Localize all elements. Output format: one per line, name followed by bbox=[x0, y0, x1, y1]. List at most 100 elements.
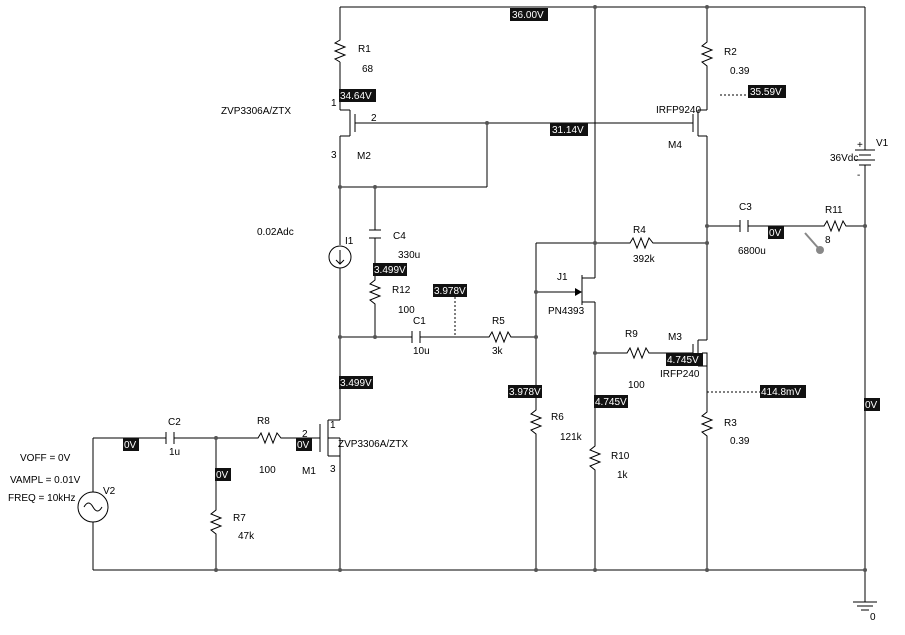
m2-pin3: 3 bbox=[331, 150, 337, 161]
r3-value: 0.39 bbox=[730, 436, 750, 447]
svg-text:36.00V: 36.00V bbox=[512, 10, 544, 21]
voltage-marker: 31.14V bbox=[550, 123, 588, 136]
voltage-markers: 36.00V 34.64V 31.14V 35.59V 3.499V 3.978… bbox=[123, 8, 880, 481]
r9-resistor bbox=[625, 346, 651, 360]
r9-label: R9 bbox=[625, 329, 638, 340]
c4-value: 330u bbox=[398, 250, 420, 261]
r11-resistor bbox=[822, 219, 848, 233]
junctions bbox=[214, 5, 867, 572]
r7-value: 47k bbox=[238, 531, 255, 542]
svg-text:0V: 0V bbox=[216, 470, 229, 481]
m3-part: IRFP240 bbox=[660, 369, 700, 380]
m2-label: M2 bbox=[357, 151, 371, 162]
v2-freq: FREQ = 10kHz bbox=[8, 493, 76, 504]
m1-pin1: 1 bbox=[330, 420, 336, 431]
m4-mosfet bbox=[692, 109, 707, 137]
r1-value: 68 bbox=[362, 64, 374, 75]
r12-resistor bbox=[368, 278, 382, 306]
c1-capacitor bbox=[411, 331, 421, 343]
r5-label: R5 bbox=[492, 316, 505, 327]
r11-label: R11 bbox=[825, 205, 843, 216]
r12-label: R12 bbox=[392, 285, 411, 296]
voltage-marker: 3.978V bbox=[508, 385, 542, 398]
c3-value: 6800u bbox=[738, 246, 766, 257]
i1-label: I1 bbox=[345, 236, 354, 247]
svg-text:35.59V: 35.59V bbox=[750, 87, 782, 98]
probe-cursor-icon bbox=[804, 232, 824, 254]
voltage-marker: 0V bbox=[123, 438, 139, 451]
c3-capacitor bbox=[739, 220, 749, 232]
r1-label: R1 bbox=[358, 44, 371, 55]
voltage-marker: 0V bbox=[768, 226, 784, 239]
svg-text:31.14V: 31.14V bbox=[552, 125, 584, 136]
r8-label: R8 bbox=[257, 416, 270, 427]
r12-value: 100 bbox=[398, 305, 415, 316]
v1-dc-source: + - bbox=[855, 140, 875, 181]
r3-resistor bbox=[700, 410, 714, 438]
m1-label: M1 bbox=[302, 466, 316, 477]
r10-label: R10 bbox=[611, 451, 630, 462]
v1-label: V1 bbox=[876, 138, 889, 149]
m1-pin3: 3 bbox=[330, 464, 336, 475]
v2-vampl: VAMPL = 0.01V bbox=[10, 475, 81, 486]
r8-value: 100 bbox=[259, 465, 276, 476]
r4-label: R4 bbox=[633, 225, 646, 236]
capacitors bbox=[165, 220, 749, 444]
m4-label: M4 bbox=[668, 140, 682, 151]
m2-part: ZVP3306A/ZTX bbox=[221, 106, 291, 117]
r6-resistor bbox=[529, 408, 543, 436]
voltage-marker: 35.59V bbox=[748, 85, 786, 98]
voltage-marker: 36.00V bbox=[510, 8, 548, 21]
r5-resistor bbox=[487, 330, 513, 344]
r6-value: 121k bbox=[560, 432, 583, 443]
svg-text:+: + bbox=[857, 140, 863, 151]
c3-label: C3 bbox=[739, 202, 752, 213]
r10-resistor bbox=[588, 444, 602, 472]
voltage-marker: 3.499V bbox=[339, 376, 373, 389]
r4-value: 392k bbox=[633, 254, 656, 265]
svg-text:3.978V: 3.978V bbox=[434, 286, 466, 297]
r3-label: R3 bbox=[724, 418, 737, 429]
v2-voff: VOFF = 0V bbox=[20, 453, 71, 464]
v2-sine-source bbox=[77, 491, 109, 523]
r6-label: R6 bbox=[551, 412, 564, 423]
ground-symbol bbox=[853, 600, 877, 611]
svg-text:3.978V: 3.978V bbox=[509, 387, 541, 398]
svg-text:3.499V: 3.499V bbox=[374, 265, 406, 276]
svg-text:0V: 0V bbox=[124, 440, 137, 451]
m1-mosfet bbox=[319, 408, 341, 457]
wires bbox=[92, 6, 866, 600]
v1-value: 36Vdc bbox=[830, 153, 858, 164]
c1-value: 10u bbox=[413, 346, 430, 357]
svg-text:0V: 0V bbox=[865, 400, 878, 411]
svg-text:414.8mV: 414.8mV bbox=[761, 387, 801, 398]
svg-text:4.745V: 4.745V bbox=[595, 397, 627, 408]
voltage-marker: 34.64V bbox=[339, 89, 376, 102]
c2-label: C2 bbox=[168, 417, 181, 428]
m2-pin1: 1 bbox=[331, 98, 337, 109]
j1-part: PN4393 bbox=[548, 306, 585, 317]
r1-resistor bbox=[333, 38, 347, 63]
i1-value: 0.02Adc bbox=[257, 227, 294, 238]
r9-value: 100 bbox=[628, 380, 645, 391]
voltage-marker: 4.745V bbox=[594, 395, 628, 408]
svg-text:-: - bbox=[857, 170, 860, 181]
c4-capacitor bbox=[369, 229, 381, 239]
r4-resistor bbox=[628, 236, 656, 250]
r11-value: 8 bbox=[825, 235, 831, 246]
voltage-marker: 0V bbox=[864, 398, 880, 411]
r7-resistor bbox=[209, 508, 223, 536]
r2-label: R2 bbox=[724, 47, 737, 58]
v2-label: V2 bbox=[103, 486, 116, 497]
m1-pin2: 2 bbox=[302, 429, 308, 440]
r8-resistor bbox=[256, 431, 284, 445]
voltage-marker: 414.8mV bbox=[760, 385, 806, 398]
c4-label: C4 bbox=[393, 231, 406, 242]
resistors bbox=[209, 38, 848, 536]
voltage-marker: 3.499V bbox=[373, 263, 407, 276]
m2-mosfet bbox=[340, 109, 356, 137]
voltage-marker: 0V bbox=[296, 438, 312, 451]
r5-value: 3k bbox=[492, 346, 504, 357]
c2-capacitor bbox=[165, 432, 175, 444]
